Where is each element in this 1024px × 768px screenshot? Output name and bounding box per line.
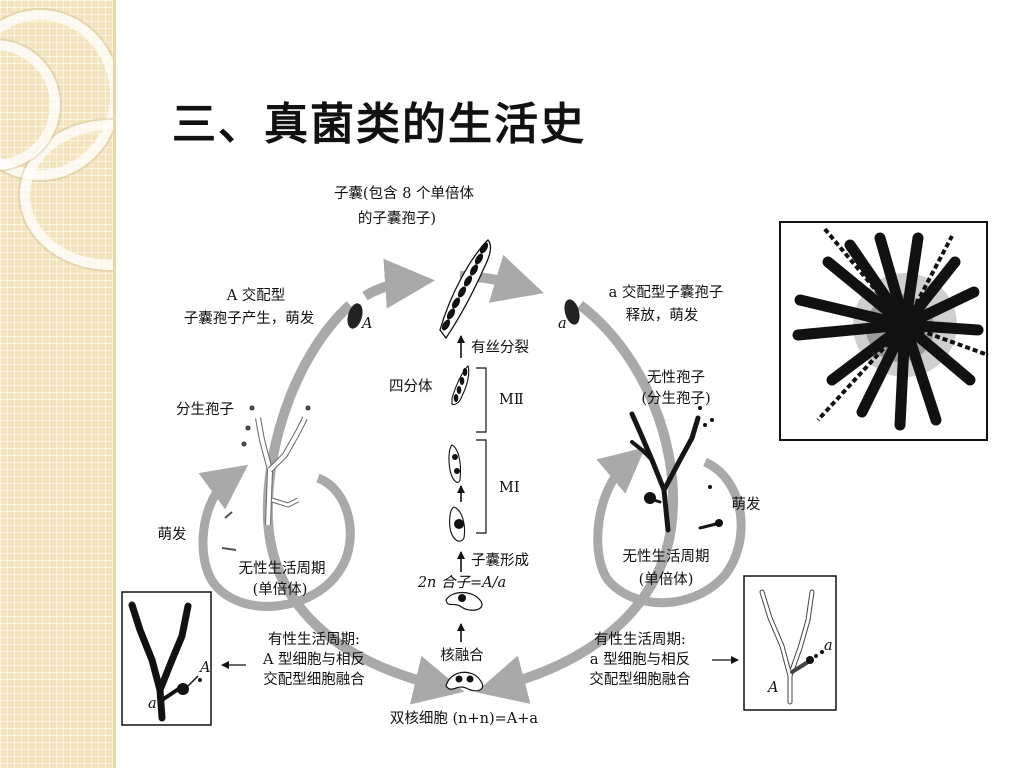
label-a-mating-1: a 交配型子囊孢子 [609,283,724,301]
asexual-loop-left [198,464,355,611]
label-sexual-right-2: a 型细胞与相反 [590,651,690,668]
tetrad-drawing [451,364,470,406]
label-karyogamy: 核融合 [440,647,484,664]
inset-arrows [221,656,739,669]
label-A-mating-1: A 交配型 [226,286,286,304]
ascus-micrograph [779,221,989,441]
label-asexual-left-2: (单倍体) [253,581,308,598]
label-A-mating-2: 子囊孢子产生，萌发 [184,310,315,327]
left-mycelium [221,405,311,551]
asexual-loop-arrows [198,447,746,611]
sidebar-edge [113,0,116,768]
label-ascus-2: 的子囊孢子) [358,210,436,227]
asexual-loop-right [593,447,746,608]
inset-box-left [121,591,212,726]
label-sexual-right-1: 有性生活周期: [594,631,686,648]
decorative-sidebar [0,0,113,768]
meiosis-I-cells [448,444,466,542]
label-sexual-left-1: 有性生活周期: [268,631,360,648]
label-dikaryon: 双核细胞 (n+n)=A+a [390,710,539,727]
label-germinate-right: 萌发 [732,496,761,513]
label-asexual-spore-2: (分生孢子) [641,390,710,407]
cycle-arrow-left-descent [262,301,465,705]
label-asexual-right-2: (单倍体) [639,571,694,588]
label-a-mating-2: 释放，萌发 [626,307,699,324]
label-conidia-left: 分生孢子 [176,401,234,418]
label-meiosis-II: MⅡ [499,392,524,408]
box-right-A-label: A [766,680,778,696]
zygote-cell [445,591,483,611]
ascus-drawing [439,239,492,340]
cycle-arrow-top-left [362,258,435,309]
inset-box-right [743,575,837,711]
label-zygote: 2n 合子=A/a [417,574,506,591]
meiosis-brackets [476,367,487,534]
right-mycelium [629,406,723,533]
marker-A-upper: A [360,316,372,332]
label-meiosis-I: MⅠ [499,480,520,496]
dikaryon-cell [445,671,484,692]
label-germinate-left: 萌发 [158,526,187,543]
label-sexual-left-3: 交配型细胞融合 [263,670,365,688]
ascospore-A [347,303,363,329]
box-left-A-label: A [198,660,210,676]
cycle-arrow-right-descent [475,301,678,704]
label-sexual-right-3: 交配型细胞融合 [589,670,691,688]
label-sexual-left-2: A 型细胞与相反 [262,651,365,668]
slide-title: 三、真菌类的生活史 [172,99,586,150]
label-asexual-spore-1: 无性孢子 [647,369,705,386]
label-asexual-right-1: 无性生活周期 [623,548,710,565]
label-asexual-left-1: 无性生活周期 [239,560,326,577]
label-mitosis: 有丝分裂 [471,339,529,356]
label-ascus-1: 子囊(包含 8 个单倍体 [334,185,475,202]
label-tetrad: 四分体 [389,378,433,395]
label-ascus-formation: 子囊形成 [471,552,529,569]
box-left-a-label: a [148,696,157,712]
ascospore-a [564,299,580,325]
marker-a-upper: a [558,316,567,332]
box-right-a-label: a [824,638,833,654]
